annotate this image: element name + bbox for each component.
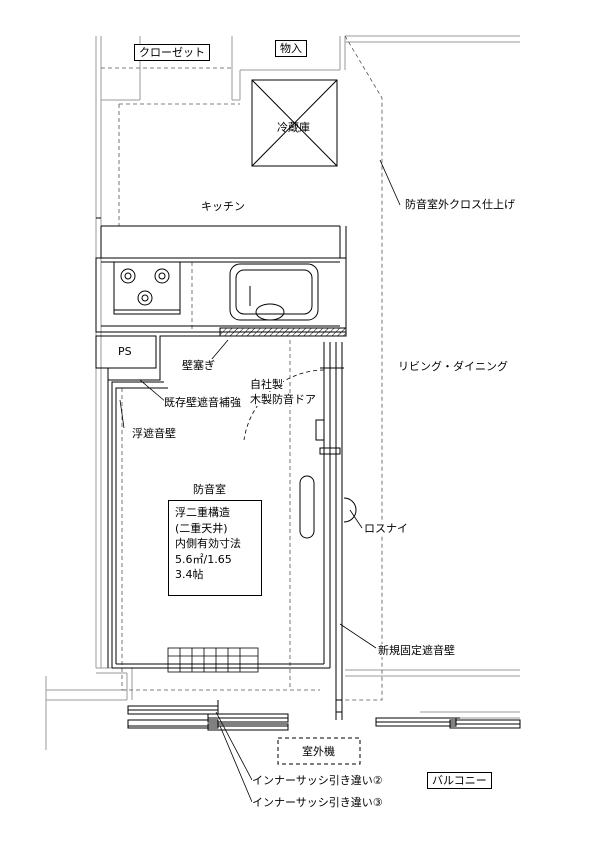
spec-line1: 浮二重構造	[175, 506, 230, 519]
outdoor-unit-box	[277, 737, 361, 765]
soundproof-room-walls	[107, 335, 344, 720]
spec-box: 浮二重構造 (二重天井) 内側有効寸法 5.6㎡/1.65 3.4帖	[168, 500, 262, 596]
outdoor-unit-label: 室外機	[302, 745, 335, 758]
upper-rooms	[251, 79, 338, 167]
sash2-annotation: インナーサッシ引き違い②	[252, 774, 383, 787]
fridge-label: 冷蔵庫	[277, 121, 310, 134]
door-annotation-line2: 木製防音ドア	[250, 393, 316, 406]
losnay-vent	[299, 475, 357, 539]
door-annotation-line1: 自社製	[250, 378, 283, 391]
balcony-label: バルコニー	[427, 772, 492, 789]
ps-box	[95, 335, 157, 369]
ps-label: PS	[118, 345, 132, 358]
leader-lines	[119, 159, 401, 803]
closet-label: クローゼット	[134, 44, 210, 61]
kitchen-counter	[95, 217, 347, 333]
living-dining-label: リビング・ダイニング	[398, 360, 508, 373]
spec-line4: 5.6㎡/1.65	[175, 552, 232, 566]
storage-label: 物入	[275, 40, 307, 57]
spec-line5: 3.4帖	[175, 568, 204, 581]
floating-wall-annotation: 浮遮音壁	[132, 427, 176, 440]
spec-line2: (二重天井)	[175, 521, 228, 535]
new-fixed-wall-annotation: 新規固定遮音壁	[378, 644, 455, 657]
existing-wall-annotation: 既存壁遮音補強	[164, 396, 241, 409]
inner-sashes	[127, 700, 521, 731]
soundproof-room-label: 防音室	[193, 483, 226, 496]
existing-walls	[45, 35, 520, 750]
wall-plug-annotation: 壁塞ぎ	[182, 359, 215, 372]
exterior-cloth-annotation: 防音室外クロス仕上げ	[405, 198, 515, 211]
spec-line3: 内側有効寸法	[175, 537, 241, 550]
floor-unit	[167, 647, 259, 673]
kitchen-label: キッチン	[201, 200, 245, 213]
wall-plug-hatch	[219, 327, 347, 337]
losnay-annotation: ロスナイ	[364, 522, 408, 535]
sash3-annotation: インナーサッシ引き違い③	[252, 796, 383, 809]
